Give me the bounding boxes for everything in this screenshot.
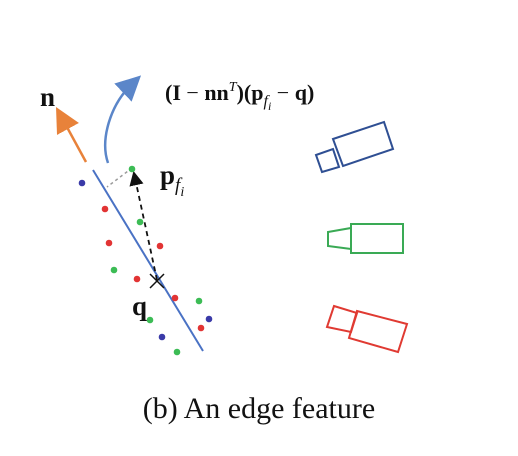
dot-blue [78, 179, 86, 187]
dot-red [101, 205, 109, 213]
edge-line [92, 169, 204, 352]
dot-red [171, 294, 179, 302]
query-point-label: q [132, 291, 147, 321]
projection-arrow [104, 75, 142, 164]
q-to-p-dashed-arrow [129, 170, 158, 281]
normal-label: n [40, 82, 55, 112]
projection-dotted-line [106, 167, 133, 188]
dot-green [195, 297, 203, 305]
query-point-cross [149, 273, 165, 289]
dot-red [156, 242, 164, 250]
dot-blue [158, 333, 166, 341]
blue-camera-icon [314, 120, 395, 174]
dot-green [146, 316, 154, 324]
dot-red [105, 239, 113, 247]
dot-green [136, 218, 144, 226]
figure-caption: (b) An edge feature [142, 392, 376, 425]
dot-red [133, 275, 141, 283]
dot-green [173, 348, 181, 356]
dot-red [197, 324, 205, 332]
point-cloud [78, 165, 213, 356]
normal-arrow [56, 107, 88, 163]
feature-point-label: pfi [160, 160, 184, 200]
dot-blue [205, 315, 213, 323]
dot-green [110, 266, 118, 274]
red-camera-icon [325, 304, 409, 354]
dot-green [128, 165, 136, 173]
projection-formula: (I − nnT)(pfi − q) [165, 80, 314, 113]
green-camera-icon [327, 223, 404, 254]
